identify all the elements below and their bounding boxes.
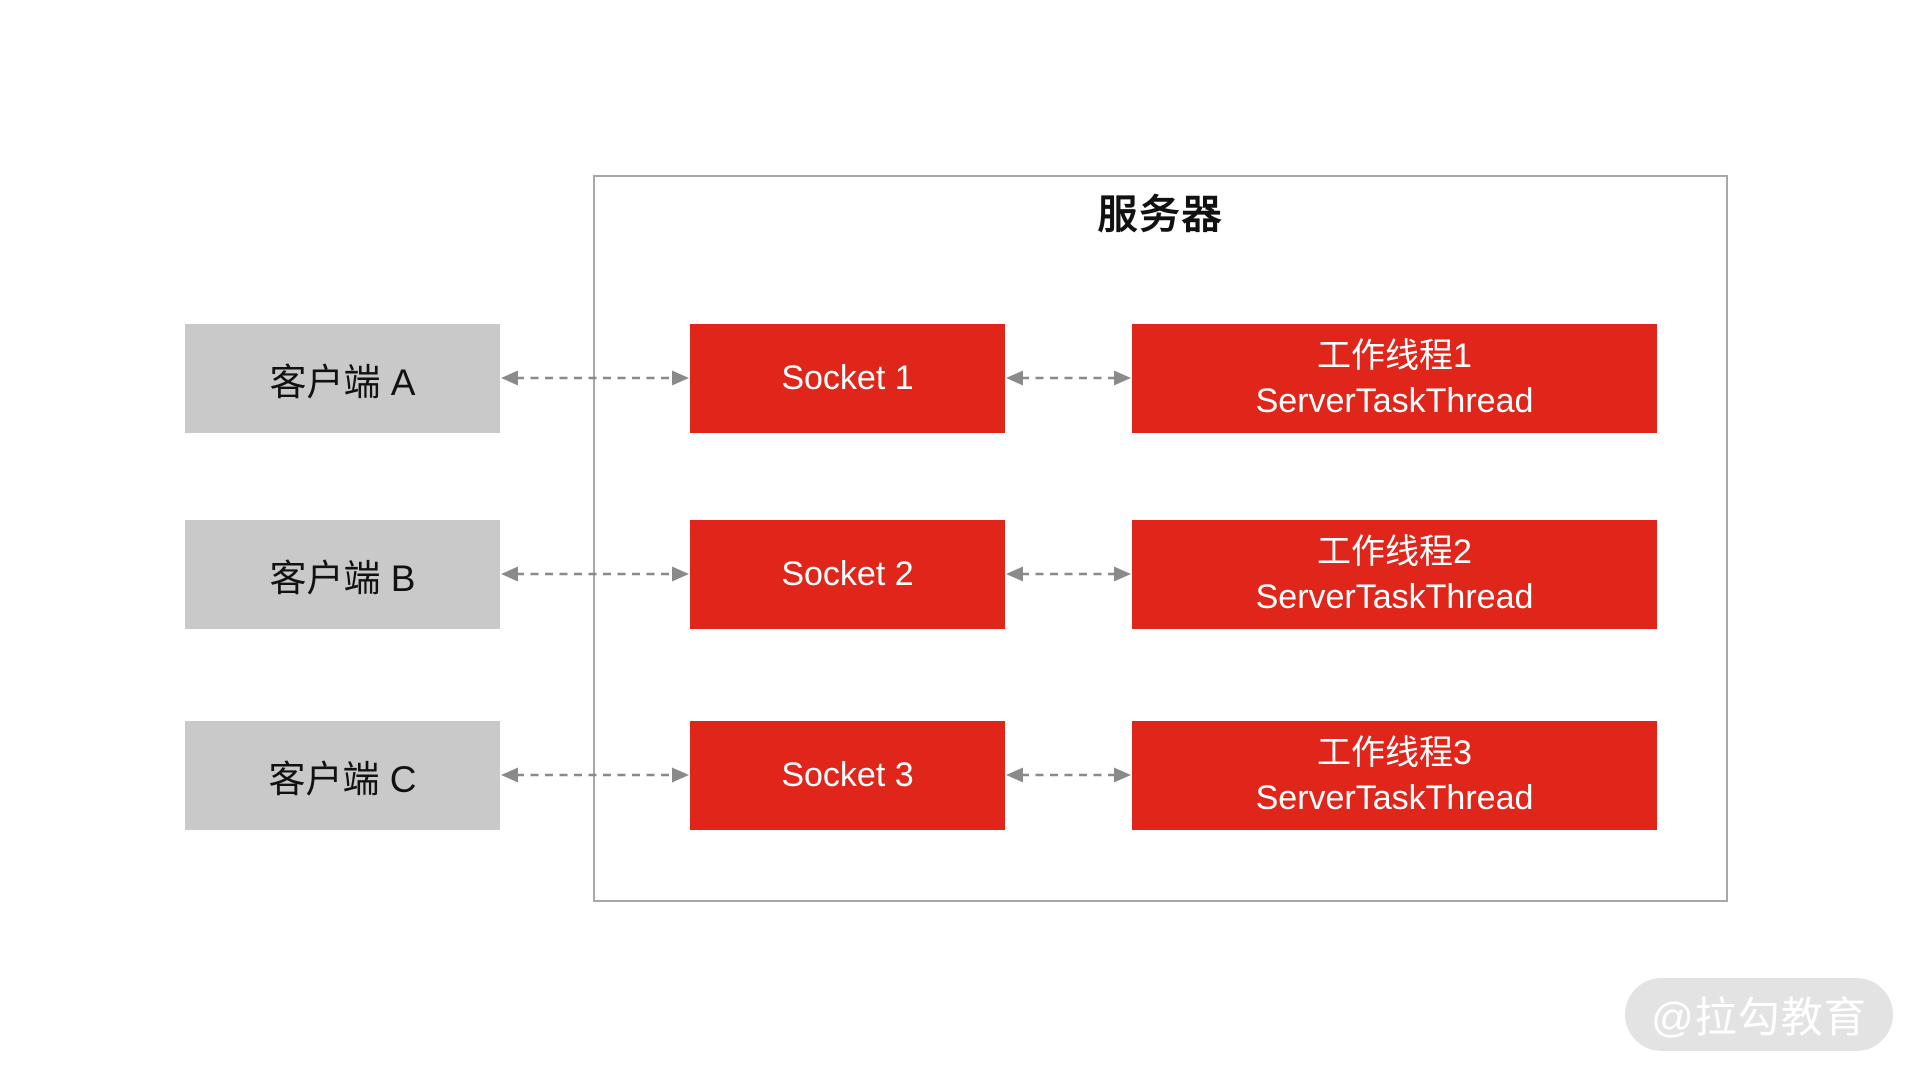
client-a-label: 客户端 A [269, 361, 416, 403]
dashed-double-arrow-client-socket [501, 370, 689, 386]
client-c-label: 客户端 C [268, 758, 417, 800]
client-a-box: 客户端 A [185, 324, 500, 433]
dashed-double-arrow-socket-worker [1006, 566, 1131, 582]
worker-thread-2-class: ServerTaskThread [1255, 577, 1534, 616]
server-title: 服务器 [1097, 193, 1224, 237]
client-b-label: 客户端 B [269, 557, 416, 599]
worker-thread-3-title: 工作线程3 [1317, 733, 1472, 772]
worker-thread-3-box: 工作线程3 ServerTaskThread [1132, 721, 1657, 830]
worker-thread-1-class: ServerTaskThread [1255, 381, 1534, 420]
socket-3-label: Socket 3 [781, 756, 914, 794]
worker-thread-2-title: 工作线程2 [1317, 532, 1472, 571]
dashed-double-arrow-socket-worker [1006, 767, 1131, 783]
client-b-box: 客户端 B [185, 520, 500, 629]
server-container-box [593, 175, 1728, 902]
worker-thread-1-title: 工作线程1 [1317, 336, 1472, 375]
dashed-double-arrow-socket-worker [1006, 370, 1131, 386]
dashed-double-arrow-client-socket [501, 767, 689, 783]
watermark-text: @拉勾教育 [1651, 994, 1867, 1041]
socket-1-label: Socket 1 [781, 359, 914, 397]
socket-2-label: Socket 2 [781, 555, 914, 593]
socket-1-box: Socket 1 [690, 324, 1005, 433]
client-c-box: 客户端 C [185, 721, 500, 830]
worker-thread-2-box: 工作线程2 ServerTaskThread [1132, 520, 1657, 629]
worker-thread-1-box: 工作线程1 ServerTaskThread [1132, 324, 1657, 433]
lagou-education-watermark: @拉勾教育 [1625, 978, 1893, 1051]
socket-2-box: Socket 2 [690, 520, 1005, 629]
dashed-double-arrow-client-socket [501, 566, 689, 582]
socket-3-box: Socket 3 [690, 721, 1005, 830]
worker-thread-3-class: ServerTaskThread [1255, 778, 1534, 817]
